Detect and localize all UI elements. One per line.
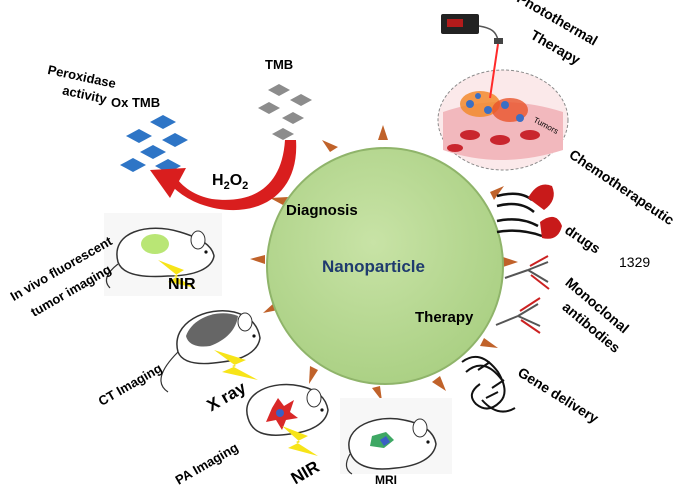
drug-icon [496, 184, 562, 239]
mouse-icon [246, 383, 329, 436]
tmb-icon [258, 84, 312, 140]
tmb-label: TMB [265, 57, 294, 72]
nir-label-1: NIR [168, 276, 196, 293]
photothermal-illustration [437, 14, 569, 171]
ox-tmb-icon [120, 115, 188, 173]
therapy-label: Therapy [415, 309, 474, 326]
antibody-icon [495, 255, 550, 334]
mouse-icon [340, 398, 452, 475]
diagnosis-label: Diagnosis [286, 202, 358, 219]
h2o2-arrow-icon [150, 140, 297, 211]
nanoparticle-circle [266, 147, 504, 385]
dna-icon [461, 355, 516, 413]
lightning-icon [158, 260, 196, 288]
mri-label: MRI [375, 473, 397, 487]
figure-number: 1329 [619, 254, 651, 270]
ox-tmb-label: Ox TMB [111, 95, 161, 110]
nanoparticle-label: Nanoparticle [322, 257, 425, 276]
mouse-icon [160, 310, 261, 393]
nanoparticle-spikes [250, 125, 518, 401]
lightning-icon [282, 426, 318, 456]
lightning-icon [214, 350, 258, 380]
mouse-icon [104, 213, 222, 296]
h2o2-label: H2O2 [212, 172, 249, 193]
